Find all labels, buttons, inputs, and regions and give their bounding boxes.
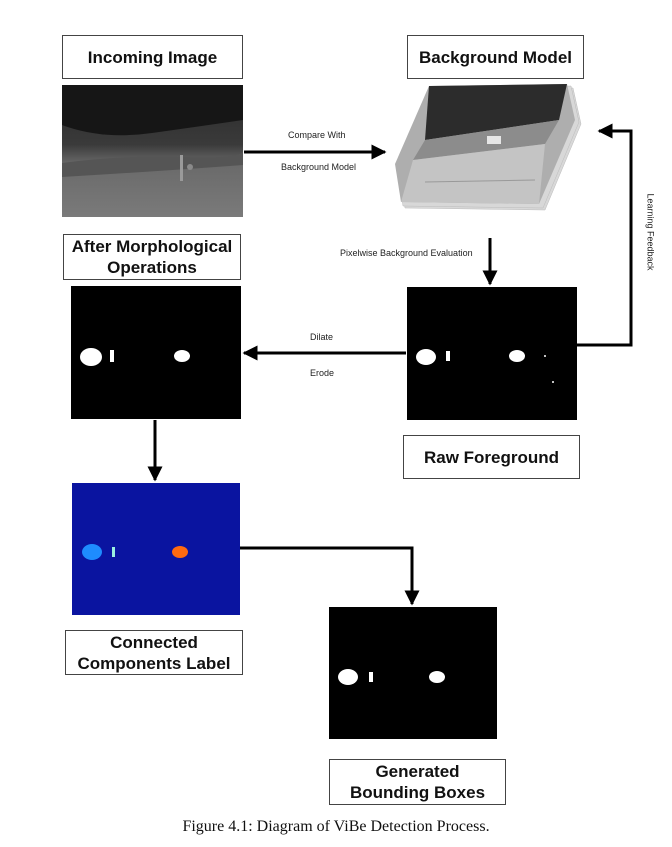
after-morphological-label-2: Operations bbox=[107, 258, 197, 277]
generated-bounding-boxes-label-2: Bounding Boxes bbox=[349, 783, 486, 802]
connected-components-label-1: Connected bbox=[110, 632, 198, 652]
edge-label-learning-feedback: Learning Feedback bbox=[645, 193, 656, 271]
edge-label-erode: Erode bbox=[310, 368, 335, 378]
figure-caption: Figure 4.1: Diagram of ViBe Detection Pr… bbox=[182, 818, 490, 835]
edge-label-compare-with: Compare With bbox=[288, 130, 346, 140]
incoming-image-label: Incoming Image bbox=[87, 47, 218, 67]
after-morphological-label-1: After Morphological bbox=[71, 237, 233, 256]
after-morphological-title: After Morphological Operations bbox=[63, 234, 241, 280]
raw-foreground-title: Raw Foreground bbox=[403, 435, 580, 479]
edge-label-background-model: Background Model bbox=[281, 162, 357, 172]
generated-bounding-boxes-image bbox=[329, 607, 497, 739]
background-model-title: Background Model bbox=[407, 35, 584, 79]
arrow-components-to-boxes bbox=[240, 546, 420, 606]
edge-label-dilate: Dilate bbox=[310, 332, 334, 342]
raw-foreground-image bbox=[407, 287, 577, 420]
arrow-learning-feedback bbox=[577, 123, 633, 347]
after-morphological-image bbox=[71, 286, 241, 419]
raw-foreground-label: Raw Foreground bbox=[423, 447, 560, 467]
incoming-image-title: Incoming Image bbox=[62, 35, 243, 79]
generated-bounding-boxes-label-1: Generated bbox=[375, 762, 460, 781]
background-model-image bbox=[395, 84, 585, 212]
connected-components-image bbox=[72, 483, 240, 615]
generated-bounding-boxes-title: Generated Bounding Boxes bbox=[329, 759, 506, 805]
connected-components-title: Connected Components Label bbox=[65, 630, 243, 675]
connected-components-label-2: Components Label bbox=[77, 653, 231, 673]
edge-label-pixelwise: Pixelwise Background Evaluation bbox=[340, 248, 473, 258]
background-model-label: Background Model bbox=[418, 47, 572, 67]
incoming-image bbox=[62, 85, 243, 217]
